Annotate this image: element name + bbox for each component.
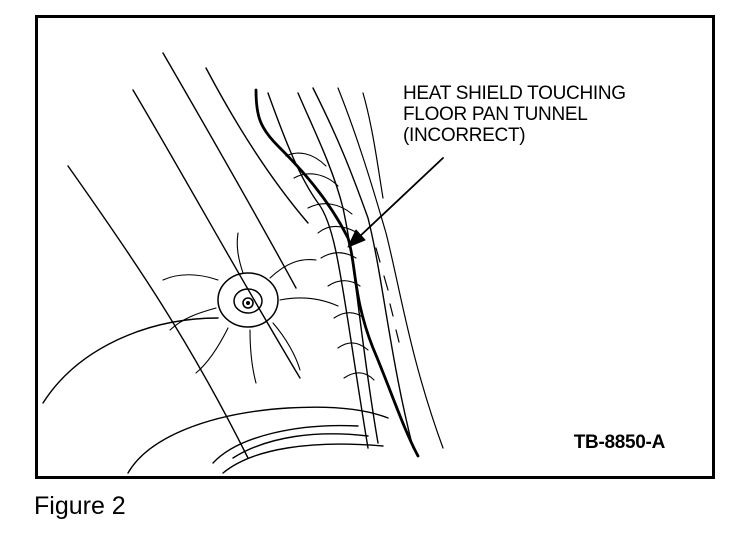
bolt-outer-ring <box>217 272 279 328</box>
heat-shield-edge <box>254 88 420 458</box>
floor-pan-curve-5 <box>222 443 384 474</box>
tunnel-wall-far <box>337 87 444 449</box>
floor-pan-curve-2 <box>127 406 389 474</box>
outer-contour-2 <box>132 89 301 379</box>
heat-shield-line-drawing <box>42 52 444 474</box>
callout-line-2: FLOOR PAN TUNNEL <box>403 104 588 125</box>
tunnel-wall-right <box>312 87 414 449</box>
tunnel-ribs <box>285 152 375 381</box>
callout-arrowhead <box>347 229 366 248</box>
bolt-radial-ribs <box>162 232 339 384</box>
callout-arrow-line <box>357 157 444 239</box>
tunnel-wall-mid <box>297 92 379 444</box>
callout-line-3: (INCORRECT) <box>403 125 526 146</box>
tunnel-edge-dashed <box>362 92 384 199</box>
callout-line-1: HEAT SHIELD TOUCHING <box>403 83 626 104</box>
callout-label: HEAT SHIELD TOUCHING FLOOR PAN TUNNEL (I… <box>403 83 626 146</box>
outer-contour-4 <box>205 67 309 224</box>
outer-contour-3 <box>162 52 297 289</box>
bolt-inner-ring <box>233 288 263 314</box>
outer-contour-1 <box>67 165 249 459</box>
drawing-code: TB-8850-A <box>573 432 666 453</box>
bolt-center <box>242 297 254 309</box>
floor-pan-curve-1 <box>42 317 219 404</box>
floor-pan-curve-3 <box>212 424 359 464</box>
floor-pan-curve-4 <box>232 433 369 459</box>
figure-caption: Figure 2 <box>34 492 126 520</box>
illustration-frame: HEAT SHIELD TOUCHING FLOOR PAN TUNNEL (I… <box>35 15 715 479</box>
